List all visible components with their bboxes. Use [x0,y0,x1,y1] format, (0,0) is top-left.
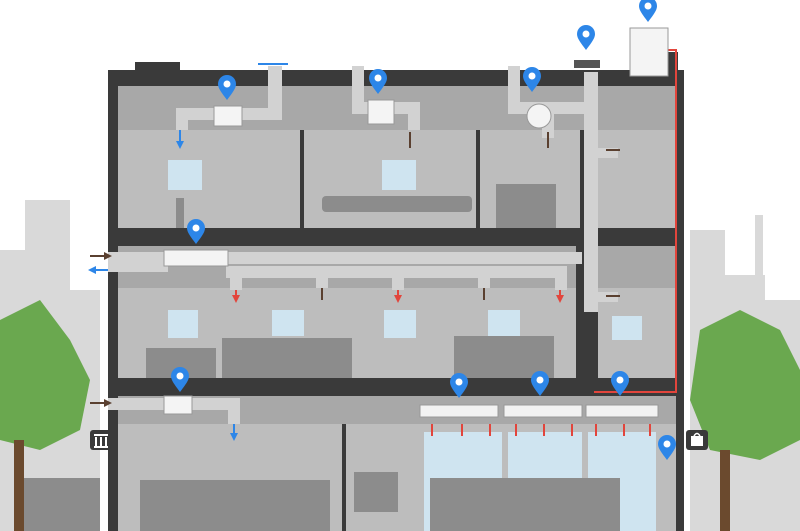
ventilation-unit-middle [163,249,229,267]
map-pin-icon[interactable] [531,371,549,396]
vertical-riser-duct [584,72,598,312]
map-pin-icon[interactable] [187,219,205,244]
map-pin-icon[interactable] [658,435,676,460]
map-pin-icon[interactable] [611,371,629,396]
map-pin-icon[interactable] [369,69,387,94]
rooftop-heat-pump [629,27,669,77]
map-pin-icon[interactable] [218,75,236,100]
map-pin-icon[interactable] [171,367,189,392]
ventilation-units [163,27,669,415]
map-pin-icon[interactable] [523,67,541,92]
map-pin-icon[interactable] [450,373,468,398]
airflow-arrows [88,63,651,441]
map-pin-icon[interactable] [639,0,657,22]
air-curtains [419,404,659,418]
shopping-bag-icon [686,430,708,450]
map-pin-icon[interactable] [577,25,595,50]
ventilation-unit-top-right [526,103,552,129]
museum-icon [90,430,112,450]
trees [0,300,800,531]
roof-vents [574,60,600,68]
map-pins [171,0,676,460]
ventilation-unit-top-middle [367,99,395,125]
people-silhouettes [20,184,620,531]
ventilation-unit-top-left [213,105,243,127]
office-windows [168,160,642,340]
ventilation-unit-ground [163,395,193,415]
